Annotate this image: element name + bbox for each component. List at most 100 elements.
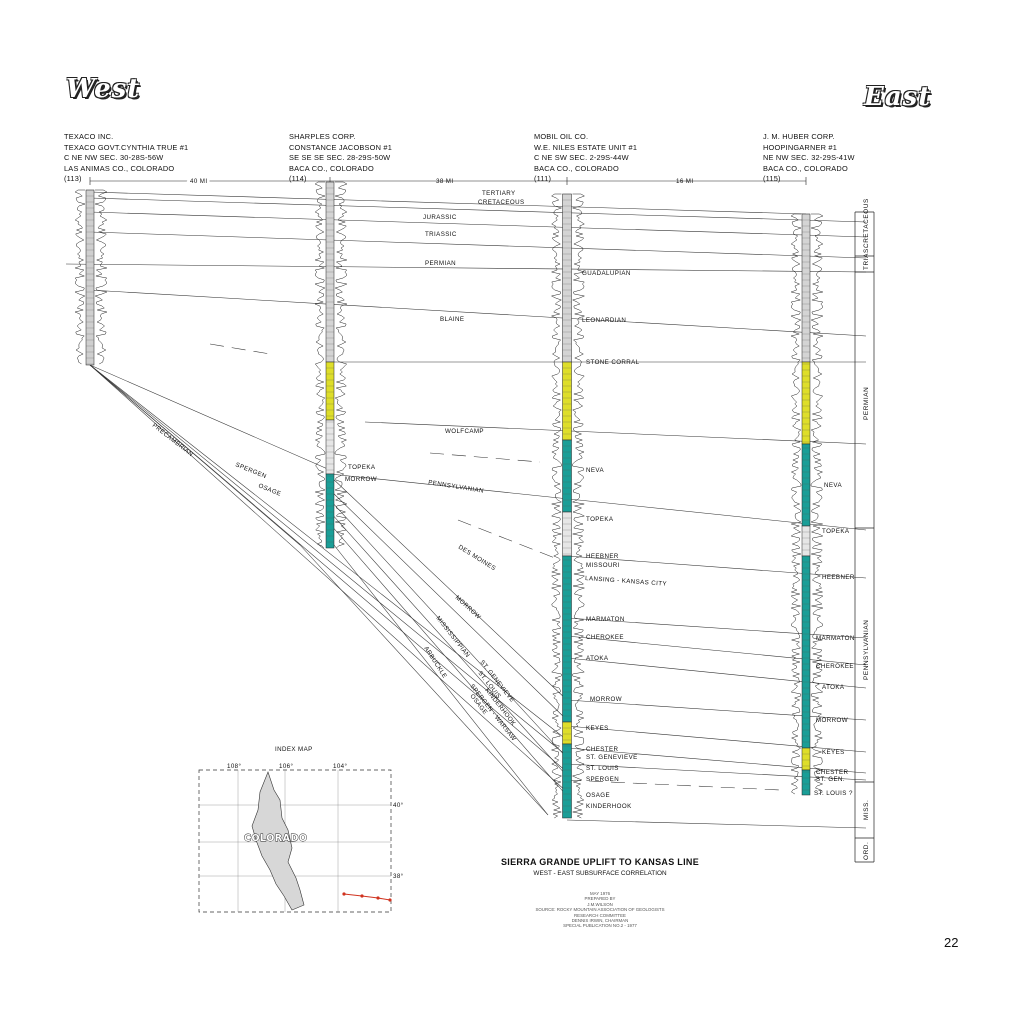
map-basin-shape (251, 771, 305, 911)
index-map: INDEX MAP COLORADO 108° 106° 104° 40° 38… (198, 746, 404, 913)
well-header-113: TEXACO INC. TEXACO GOVT.CYNTHIA TRUE #1 … (64, 132, 188, 185)
middle-formation-labels: TERTIARY CRETACEOUS JURASSIC TRIASSIC PERMIA… (422, 190, 524, 743)
distance-label: 38 MI (436, 178, 453, 185)
formation-label: ST. GEN. (816, 776, 845, 783)
well-location: C NE SW SEC. 2-29S-44W (534, 153, 629, 163)
figure-title: SIERRA GRANDE UPLIFT TO KANSAS LINE (500, 857, 699, 867)
formation-label: CHEROKEE (586, 634, 624, 641)
formation-label: HEEBNER (586, 553, 619, 560)
formation-label: LANSING - KANSAS CITY (585, 575, 667, 588)
formation-label: PRECAMBRIAN (151, 422, 195, 458)
well-county: BACA CO., COLORADO (289, 163, 374, 173)
well-column-segment (325, 361, 335, 421)
system-label: TRIAS. (863, 246, 870, 270)
east-heading: East (864, 82, 932, 112)
formation-label: OSAGE (586, 792, 610, 799)
map-lon-label: 106° (279, 763, 294, 770)
formation-label: CHESTER (816, 769, 848, 776)
well-header-111: MOBIL OIL CO. W.E. NILES ESTATE UNIT #1 … (534, 132, 637, 185)
well-column-segment (801, 525, 811, 557)
map-lon-label: 108° (227, 763, 242, 770)
system-column (854, 211, 875, 863)
log-trace (571, 193, 586, 819)
well-column-segment (562, 555, 572, 723)
log-trace (74, 189, 86, 365)
west-heading: West (66, 74, 141, 104)
log-trace (334, 181, 348, 549)
formation-label: KEYES (586, 725, 609, 732)
formation-label: ST. GENEVIEVE (586, 754, 638, 761)
credit-line: PREPARED BY (584, 896, 616, 902)
route-well-dot (388, 898, 392, 902)
formation-label: OSAGE (257, 482, 282, 497)
section-route-wells (342, 892, 392, 902)
well-name: W.E. NILES ESTATE UNIT #1 (534, 142, 638, 152)
formation-label: NEVA (586, 467, 604, 474)
credit-line: MAY 1976 (589, 891, 611, 896)
formation-label: DES MOINES (457, 544, 497, 573)
formation-label: ATOKA (586, 655, 609, 662)
route-well-dot (360, 894, 364, 898)
formation-label: MORROW (816, 717, 848, 724)
credit-line: J.M.WILSON (587, 901, 613, 907)
well-county: BACA CO., COLORADO (763, 163, 848, 173)
well-name: CONSTANCE JACOBSON #1 (289, 142, 393, 152)
system-label: CRETACEOUS (863, 198, 870, 248)
well-location: NE NW SEC. 32-29S-41W (763, 153, 855, 163)
formation-label: KEYES (822, 749, 845, 756)
credit-line: SOURCE: ROCKY MOUNTAIN ASSOCIATION OF GE… (535, 907, 665, 913)
well-name: TEXACO GOVT.CYNTHIA TRUE #1 (64, 142, 189, 152)
formation-label: ATOKA (822, 684, 845, 691)
map-frame (198, 769, 392, 913)
well-county: LAS ANIMAS CO., COLORADO (64, 163, 175, 173)
formation-label: TOPEKA (822, 528, 850, 535)
formation-label: KINDERHOOK (586, 803, 632, 810)
well-number: (113) (64, 174, 82, 184)
well-column-segment (85, 189, 95, 366)
well-column-segment (801, 769, 811, 796)
log-trace (94, 189, 108, 365)
well-columns (85, 181, 811, 819)
well-location: C NE NW SEC. 30-28S-56W (64, 153, 164, 163)
formation-label: MORROW (345, 476, 377, 483)
well-operator: TEXACO INC. (64, 132, 114, 141)
page-number: 22 (944, 935, 959, 950)
log-trace (314, 181, 326, 549)
well-operator: MOBIL OIL CO. (534, 132, 589, 141)
formation-label: PERMIAN (425, 260, 456, 267)
formation-label: TRIASSIC (425, 231, 457, 238)
formation-label: CHESTER (586, 746, 618, 753)
well-header-115: J. M. HUBER CORP. HOOPINGARNER #1 NE NW … (763, 132, 855, 185)
system-label: MISS. (863, 800, 870, 820)
well-column-segment (325, 473, 335, 549)
section-route-line (343, 893, 391, 901)
well-operator: J. M. HUBER CORP. (763, 132, 835, 141)
formation-label: JURASSIC (423, 214, 457, 221)
formation-label: ST. LOUIS ? (814, 790, 853, 797)
log-trace (790, 213, 802, 795)
well-header-114: SHARPLES CORP. CONSTANCE JACOBSON #1 SE … (289, 132, 392, 185)
formation-label: MORROW (454, 594, 482, 621)
formation-label: TOPEKA (348, 464, 376, 471)
system-label: PERMIAN (863, 387, 870, 420)
formation-label: MARMATON (816, 635, 855, 642)
map-lat-label: 38° (393, 873, 404, 880)
well-column-segment (801, 747, 811, 771)
index-map-title: INDEX MAP (275, 746, 313, 753)
formation-label: CRETACEOUS (478, 199, 525, 206)
well-location: SE SE SE SEC. 28-29S-50W (289, 153, 391, 163)
formation-label: TOPEKA (586, 516, 614, 523)
formation-label: NEVA (824, 482, 842, 489)
formation-label: PENNSYLVANIAN (428, 479, 485, 495)
well-name: HOOPINGARNER #1 (763, 142, 838, 152)
formation-label: TERTIARY (482, 190, 516, 197)
figure-subtitle: WEST - EAST SUBSURFACE CORRELATION (533, 870, 667, 877)
figure-footer: SIERRA GRANDE UPLIFT TO KANSAS LINE WEST… (470, 857, 730, 929)
formation-label: ARBUCKLE (422, 645, 448, 679)
map-grid (199, 770, 391, 912)
credit-line: DENNIS IRWIN, CHAIRMAN (571, 918, 629, 924)
well-115-formation-labels: NEVATOPEKAHEEBNERMARMATONCHEROKEEATOKAMO… (814, 482, 855, 797)
